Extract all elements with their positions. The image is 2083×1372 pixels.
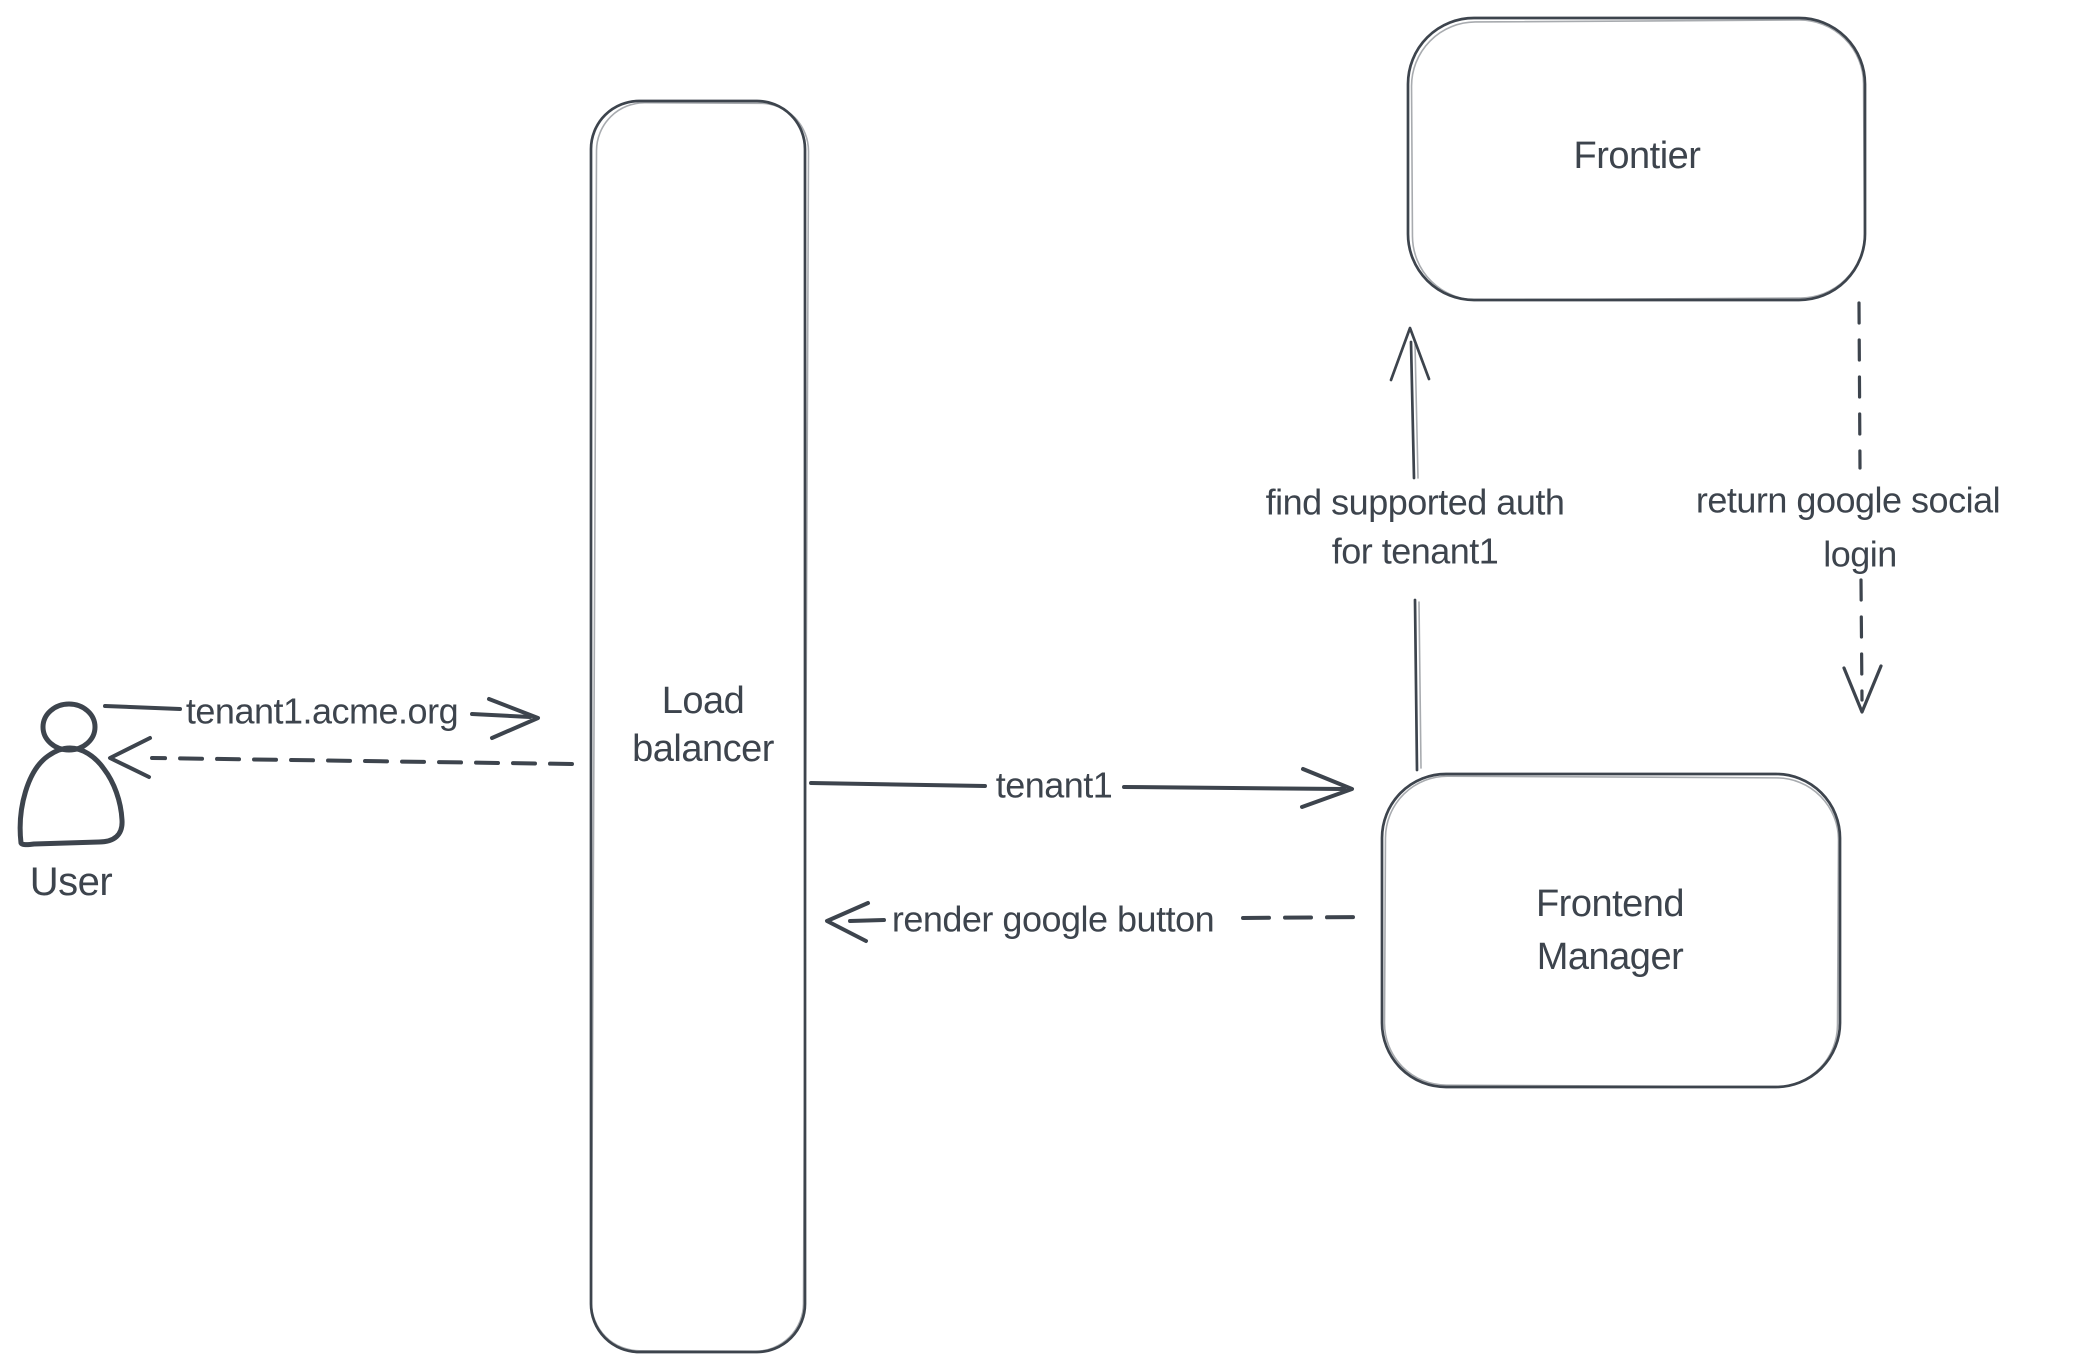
edge-dashed-line bbox=[1857, 301, 1862, 470]
frontier-node: Frontier bbox=[1406, 16, 1867, 302]
edge-frontier-to-frontend-manager: return google social login bbox=[1696, 301, 2001, 714]
edge-frontend-manager-to-load-balancer: render google button bbox=[825, 899, 1366, 943]
load-balancer-box-sketch bbox=[590, 101, 810, 1353]
load-balancer-label-line2: balancer bbox=[632, 728, 775, 770]
user-actor: User bbox=[17, 701, 125, 904]
frontend-manager-label-line2: Manager bbox=[1537, 936, 1684, 978]
edge-line bbox=[1409, 340, 1416, 480]
edge-label-return-google-social-line2: login bbox=[1823, 534, 1897, 575]
edge-line bbox=[1122, 785, 1346, 791]
edge-line bbox=[470, 712, 532, 719]
edge-dashed-line bbox=[150, 756, 574, 766]
load-balancer-node: Load balancer bbox=[589, 99, 810, 1354]
edge-user-to-load-balancer: tenant1.acme.org bbox=[103, 691, 540, 740]
frontend-manager-box-sketch bbox=[1383, 775, 1840, 1088]
user-body-icon bbox=[17, 745, 125, 848]
load-balancer-label-line1: Load bbox=[662, 680, 745, 722]
frontend-manager-node: Frontend Manager bbox=[1380, 772, 1842, 1089]
edge-label-find-supported-auth-line1: find supported auth bbox=[1266, 482, 1565, 523]
edge-label-tenant1: tenant1 bbox=[996, 765, 1113, 806]
edge-line-sketch bbox=[1414, 343, 1419, 479]
edge-load-balancer-to-user bbox=[108, 736, 574, 779]
arrowhead-down-icon bbox=[1842, 664, 1883, 714]
edge-line bbox=[1413, 598, 1419, 772]
edge-line bbox=[103, 704, 182, 711]
frontier-box bbox=[1406, 16, 1867, 302]
edge-dashed-line bbox=[1241, 915, 1366, 920]
edge-dash bbox=[848, 918, 886, 923]
frontend-manager-label-line1: Frontend bbox=[1536, 883, 1684, 925]
frontier-box-sketch bbox=[1410, 19, 1866, 301]
edge-label-find-supported-auth-line2: for tenant1 bbox=[1332, 531, 1499, 572]
frontend-manager-box bbox=[1380, 772, 1842, 1089]
frontier-label: Frontier bbox=[1574, 135, 1702, 177]
load-balancer-box bbox=[589, 99, 807, 1354]
edge-label-return-google-social-line1: return google social bbox=[1696, 480, 2000, 521]
edge-line-sketch bbox=[1418, 601, 1422, 769]
edge-load-balancer-to-frontend-manager: tenant1 bbox=[809, 765, 1354, 809]
edge-line bbox=[809, 781, 987, 788]
arrowhead-up-icon bbox=[1389, 326, 1431, 382]
arrowhead-right-icon bbox=[1300, 767, 1354, 809]
arrowhead-right-icon bbox=[487, 697, 540, 740]
edge-label-tenant1-acme-org: tenant1.acme.org bbox=[186, 691, 458, 732]
user-head-icon bbox=[40, 701, 98, 753]
arrowhead-left-icon bbox=[825, 901, 870, 943]
edge-label-render-google-button: render google button bbox=[892, 899, 1214, 940]
edge-dashed-line bbox=[1859, 578, 1864, 702]
arrowhead-left-icon bbox=[108, 736, 152, 779]
user-label: User bbox=[30, 860, 113, 904]
edge-frontend-manager-to-frontier: find supported auth for tenant1 bbox=[1266, 326, 1565, 772]
